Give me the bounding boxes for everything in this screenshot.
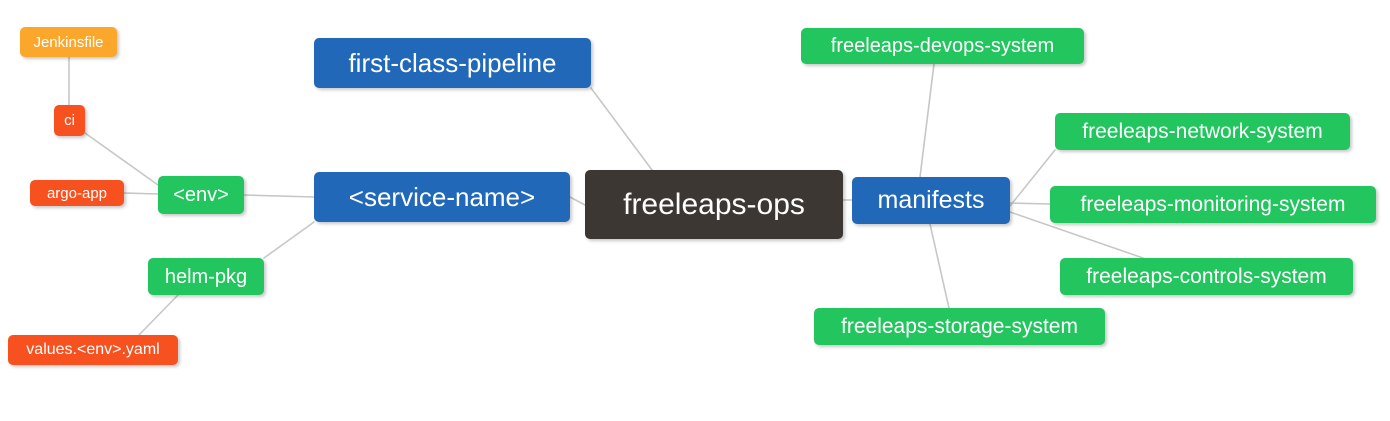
edge-root-to-first-class-pipeline bbox=[590, 87, 653, 171]
node-ci[interactable]: ci bbox=[54, 105, 85, 136]
node-label-freeleaps-storage-system: freeleaps-storage-system bbox=[841, 315, 1078, 338]
node-label-freeleaps-controls-system: freeleaps-controls-system bbox=[1086, 265, 1327, 288]
node-label-root: freeleaps-ops bbox=[623, 187, 805, 221]
node-label-ci: ci bbox=[64, 112, 75, 129]
edge-manifests-to-freeleaps-storage-system bbox=[929, 223, 950, 309]
edge-manifests-to-freeleaps-network-system bbox=[1009, 149, 1056, 207]
node-label-argo-app: argo-app bbox=[46, 184, 108, 202]
node-freeleaps-monitoring-system[interactable]: freeleaps-monitoring-system bbox=[1050, 186, 1376, 223]
node-freeleaps-devops-system[interactable]: freeleaps-devops-system bbox=[801, 28, 1084, 64]
edge-manifests-to-freeleaps-devops-system bbox=[919, 63, 935, 178]
node-label-env: <env> bbox=[173, 184, 229, 206]
node-manifests[interactable]: manifests bbox=[852, 177, 1010, 224]
node-first-class-pipeline[interactable]: first-class-pipeline bbox=[314, 38, 591, 88]
node-label-freeleaps-devops-system: freeleaps-devops-system bbox=[830, 35, 1055, 57]
node-label-jenkinsfile: Jenkinsfile bbox=[33, 33, 104, 51]
node-label-helm-pkg: helm-pkg bbox=[164, 265, 248, 288]
node-env[interactable]: <env> bbox=[158, 176, 244, 214]
edge-service-name-to-env bbox=[243, 194, 315, 198]
edge-helm-pkg-to-values-env-yaml bbox=[138, 294, 179, 336]
node-helm-pkg[interactable]: helm-pkg bbox=[148, 258, 264, 295]
node-freeleaps-network-system[interactable]: freeleaps-network-system bbox=[1055, 113, 1350, 150]
node-service-name[interactable]: <service-name> bbox=[314, 172, 570, 222]
node-argo-app[interactable]: argo-app bbox=[30, 180, 124, 206]
edge-env-to-ci bbox=[84, 132, 159, 186]
edge-env-to-argo-app bbox=[123, 192, 159, 195]
node-label-freeleaps-network-system: freeleaps-network-system bbox=[1082, 120, 1323, 143]
node-label-service-name: <service-name> bbox=[348, 182, 536, 212]
node-jenkinsfile[interactable]: Jenkinsfile bbox=[20, 27, 117, 57]
node-label-first-class-pipeline: first-class-pipeline bbox=[348, 48, 557, 78]
node-freeleaps-controls-system[interactable]: freeleaps-controls-system bbox=[1060, 258, 1353, 295]
node-label-freeleaps-monitoring-system: freeleaps-monitoring-system bbox=[1080, 193, 1346, 216]
edge-root-to-service-name bbox=[569, 196, 586, 206]
node-label-values-env-yaml: values.<env>.yaml bbox=[26, 341, 160, 358]
node-label-manifests: manifests bbox=[877, 186, 985, 214]
node-root[interactable]: freeleaps-ops bbox=[585, 170, 843, 239]
node-values-env-yaml[interactable]: values.<env>.yaml bbox=[8, 335, 178, 365]
edge-manifests-to-freeleaps-monitoring-system bbox=[1009, 202, 1051, 205]
node-freeleaps-storage-system[interactable]: freeleaps-storage-system bbox=[814, 308, 1105, 345]
edge-service-name-to-helm-pkg bbox=[263, 221, 315, 259]
